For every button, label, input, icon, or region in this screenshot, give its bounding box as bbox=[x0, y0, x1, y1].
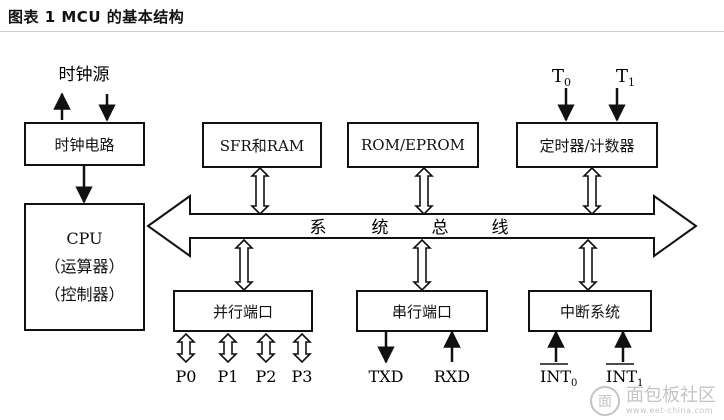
parallel-port-label: 并行端口 bbox=[212, 302, 273, 321]
t1-main: T bbox=[616, 66, 628, 87]
int1-subscript: 1 bbox=[637, 378, 643, 389]
bus-char-4: 线 bbox=[492, 218, 509, 238]
p0-port-arrow bbox=[176, 332, 196, 364]
int1-main: INT bbox=[606, 367, 637, 386]
parallel-bus-connector bbox=[234, 238, 254, 292]
interrupt-bus-connector bbox=[578, 238, 598, 292]
rom-eprom-box: ROM/EPROM bbox=[347, 122, 479, 168]
t1-label: T1 bbox=[616, 66, 635, 89]
figure-title-bar: 图表 1 MCU 的基本结构 bbox=[0, 0, 724, 32]
timer-bus-connector bbox=[582, 166, 602, 216]
watermark-text-group: 面包板社区 www.eet-china.com bbox=[626, 386, 716, 416]
bus-char-1: 系 bbox=[310, 218, 327, 238]
p0-label: P0 bbox=[176, 367, 197, 386]
int0-subscript: 0 bbox=[571, 378, 577, 389]
bus-char-3: 总 bbox=[432, 218, 449, 238]
t0-subscript: 0 bbox=[564, 76, 571, 89]
t0-label: T0 bbox=[552, 66, 571, 89]
rom-bus-connector bbox=[414, 166, 434, 216]
p3-port-arrow bbox=[292, 332, 312, 364]
watermark-text: 面包板社区 bbox=[626, 385, 716, 406]
serial-port-box: 串行端口 bbox=[356, 290, 488, 332]
sfr-bus-connector bbox=[250, 166, 270, 216]
int1-label: INT1 bbox=[606, 367, 643, 389]
p3-label: P3 bbox=[292, 367, 313, 386]
serial-bus-connector bbox=[412, 238, 432, 292]
bus-char-2: 统 bbox=[372, 218, 389, 238]
sfr-ram-label: SFR和RAM bbox=[219, 136, 305, 155]
watermark-logo-char: 面 bbox=[598, 394, 612, 410]
interrupt-system-label: 中断系统 bbox=[559, 302, 620, 321]
int0-label: INT0 bbox=[540, 367, 577, 389]
timer-counter-box: 定时器/计数器 bbox=[516, 122, 658, 168]
cpu-control-label: （控制器） bbox=[44, 285, 125, 304]
rom-eprom-label: ROM/EPROM bbox=[361, 136, 465, 154]
t1-subscript: 1 bbox=[628, 76, 635, 89]
system-bus-arrow bbox=[146, 194, 698, 258]
p2-port-arrow bbox=[256, 332, 276, 364]
t0-main: T bbox=[552, 66, 564, 87]
txd-label: TXD bbox=[369, 367, 404, 386]
watermark-url: www.eet-china.com bbox=[626, 406, 714, 415]
sfr-ram-box: SFR和RAM bbox=[202, 122, 322, 168]
p1-port-arrow bbox=[218, 332, 238, 364]
figure-title: 图表 1 MCU 的基本结构 bbox=[8, 8, 185, 26]
clock-source-label: 时钟源 bbox=[59, 65, 110, 85]
clock-circuit-box: 时钟电路 bbox=[24, 122, 145, 166]
timer-counter-label: 定时器/计数器 bbox=[539, 136, 635, 155]
watermark: 面 面包板社区 www.eet-china.com bbox=[590, 386, 716, 416]
rxd-label: RXD bbox=[434, 367, 470, 386]
serial-port-label: 串行端口 bbox=[391, 302, 452, 321]
interrupt-system-box: 中断系统 bbox=[528, 290, 652, 332]
cpu-box: CPU （运算器） （控制器） bbox=[24, 203, 145, 331]
clock-circuit-label: 时钟电路 bbox=[54, 135, 115, 154]
int0-main: INT bbox=[540, 367, 571, 386]
cpu-alu-label: （运算器） bbox=[44, 257, 125, 276]
p1-label: P1 bbox=[218, 367, 239, 386]
cpu-label: CPU bbox=[66, 229, 103, 248]
p2-label: P2 bbox=[256, 367, 277, 386]
parallel-port-box: 并行端口 bbox=[173, 290, 313, 332]
watermark-logo-icon: 面 bbox=[590, 386, 620, 416]
